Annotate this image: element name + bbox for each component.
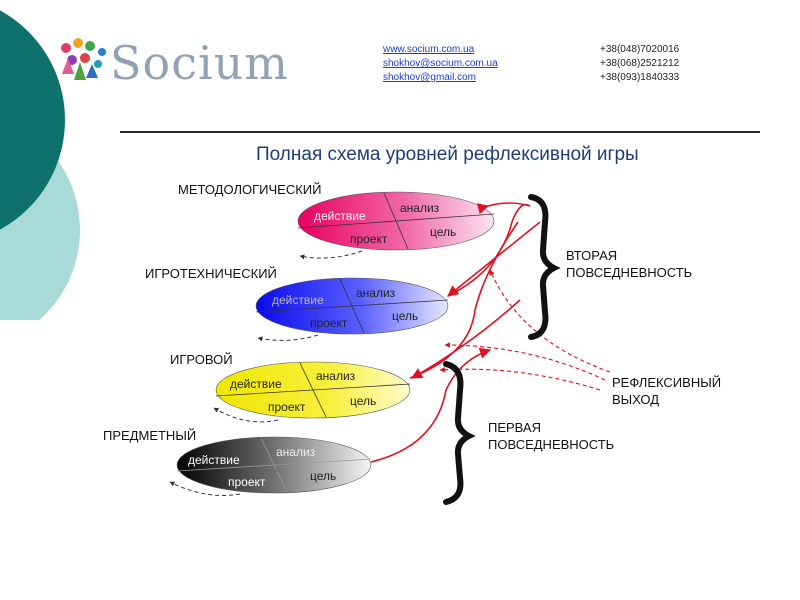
socium-logo-icon	[61, 38, 106, 80]
segment-analysis: анализ	[276, 445, 316, 459]
segment-goal: цель	[350, 394, 376, 408]
level-ellipse-methodological: действие анализ проект цель	[297, 191, 495, 251]
brace-first-everyday	[443, 361, 476, 505]
phone-3: +38(093)1840333	[600, 72, 680, 83]
phone-2: +38(068)2521212	[600, 58, 680, 69]
segment-analysis: анализ	[356, 286, 396, 300]
caption-second-line1: ВТОРАЯ	[566, 248, 617, 263]
reflexive-exit-arrows	[439, 269, 611, 391]
caption-first-line1: ПЕРВАЯ	[488, 420, 541, 435]
segment-project: проект	[228, 475, 266, 489]
level-label-game-technical: ИГРОТЕХНИЧЕСКИЙ	[145, 266, 277, 281]
header-divider	[120, 131, 760, 133]
segment-goal: цель	[310, 469, 336, 483]
decorative-circles	[0, 10, 80, 320]
logo-text: Socium	[110, 36, 289, 90]
segment-project: проект	[350, 232, 388, 246]
level-ellipse-game-technical: действие анализ проект цель	[255, 277, 449, 335]
level-label-methodological: МЕТОДОЛОГИЧЕСКИЙ	[178, 182, 321, 197]
caption-second-line2: ПОВСЕДНЕВНОСТЬ	[566, 265, 692, 280]
email-link-1[interactable]: shokhov@socium.com.ua	[383, 58, 498, 69]
caption-first-line2: ПОВСЕДНЕВНОСТЬ	[488, 437, 614, 452]
segment-goal: цель	[392, 309, 418, 323]
level-ellipse-subject: действие анализ проект цель	[176, 436, 372, 494]
brace-second-everyday	[528, 194, 561, 340]
segment-action: действие	[314, 209, 366, 223]
contact-links: www.socium.com.ua shokhov@socium.com.ua …	[383, 43, 498, 85]
reflexive-ascent-arrows	[370, 202, 541, 463]
return-arrows	[169, 250, 363, 496]
segment-project: проект	[268, 400, 306, 414]
caption-reflexive-line2: ВЫХОД	[612, 392, 659, 407]
website-link[interactable]: www.socium.com.ua	[383, 44, 475, 55]
phone-1: +38(048)7020016	[600, 44, 680, 55]
segment-analysis: анализ	[316, 369, 356, 383]
caption-reflexive-line1: РЕФЛЕКСИВНЫЙ	[612, 375, 721, 390]
level-label-subject: ПРЕДМЕТНЫЙ	[103, 428, 196, 443]
level-label-game: ИГРОВОЙ	[170, 352, 233, 367]
slide-title: Полная схема уровней рефлексивной игры	[256, 144, 639, 165]
level-ellipse-game: действие анализ проект цель	[215, 361, 411, 419]
contact-phones: +38(048)7020016 +38(068)2521212 +38(093)…	[600, 43, 679, 85]
segment-action: действие	[230, 377, 282, 391]
segment-action: действие	[272, 293, 324, 307]
email-link-2[interactable]: shokhov@gmail.com	[383, 72, 476, 83]
segment-project: проект	[310, 316, 348, 330]
segment-action: действие	[188, 453, 240, 467]
dark-circle	[0, 10, 65, 230]
segment-analysis: анализ	[400, 201, 440, 215]
segment-goal: цель	[430, 225, 456, 239]
